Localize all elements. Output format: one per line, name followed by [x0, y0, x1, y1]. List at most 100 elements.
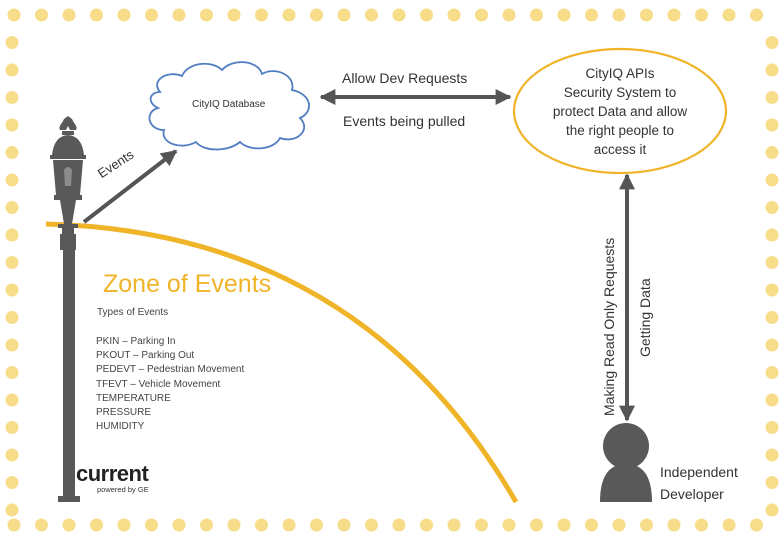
border-dot [5, 91, 19, 104]
border-dot [447, 518, 461, 532]
border-dot [695, 518, 708, 532]
border-dot [5, 118, 19, 132]
border-dot [475, 8, 488, 22]
events-arrow [82, 149, 178, 224]
event-type-item: PKOUT – Parking Out [96, 350, 195, 362]
border-dot [640, 518, 653, 532]
read-only-requests-label: Making Read Only Requests [601, 237, 617, 416]
developer-label: Independent Developer [660, 461, 738, 505]
dotted-border [5, 8, 779, 532]
border-dot [722, 8, 736, 22]
border-dot [310, 8, 323, 22]
api-label-line: the right people to [565, 123, 675, 138]
developer-person-icon [600, 423, 652, 502]
border-dot [765, 173, 779, 187]
border-dot [117, 8, 131, 22]
border-dot [35, 518, 48, 532]
zone-title: Zone of Events [103, 270, 272, 298]
border-dot [765, 366, 779, 379]
border-dot [62, 8, 76, 22]
border-dot [5, 201, 19, 214]
border-dot [90, 518, 103, 532]
border-dot [145, 8, 158, 22]
border-dot [765, 448, 779, 462]
border-dot [530, 8, 543, 22]
border-dot [612, 8, 626, 22]
border-dot [695, 8, 708, 22]
border-dot [502, 518, 516, 532]
border-dot [765, 91, 779, 104]
border-dot [200, 518, 213, 532]
border-dot [5, 256, 19, 269]
event-type-item: TEMPERATURE [96, 392, 171, 404]
developer-label-line: Independent [660, 464, 738, 480]
api-label-line: protect Data and allow [552, 104, 688, 119]
border-dot [337, 518, 351, 532]
border-dot [765, 503, 779, 517]
border-dot [5, 421, 19, 434]
border-dot [90, 8, 103, 22]
border-dot [557, 518, 571, 532]
event-type-item: PKIN – Parking In [96, 336, 176, 347]
border-dot [585, 8, 598, 22]
getting-data-label: Getting Data [637, 278, 653, 357]
border-dot [5, 228, 19, 242]
border-dot [62, 518, 76, 532]
event-type-item: TFEVT – Vehicle Movement [96, 378, 221, 390]
api-label-line: Security System to [563, 85, 677, 100]
border-dot [5, 36, 19, 49]
border-dot [765, 146, 779, 159]
border-dot [447, 8, 461, 22]
border-dot [5, 283, 19, 297]
border-dot [530, 518, 543, 532]
border-dot [502, 8, 516, 22]
border-dot [365, 8, 378, 22]
api-label-line: CityIQ APIs [585, 66, 655, 81]
border-dot [5, 146, 19, 159]
database-label: CityIQ Database [192, 99, 266, 110]
border-dot [117, 518, 131, 532]
border-dot [612, 518, 626, 532]
border-dot [200, 8, 213, 22]
border-dot [765, 256, 779, 269]
border-dot [392, 8, 406, 22]
border-dot [722, 518, 736, 532]
border-dot [420, 518, 433, 532]
border-dot [365, 518, 378, 532]
border-dot [765, 311, 779, 324]
border-dot [420, 8, 433, 22]
border-dot [282, 8, 296, 22]
border-dot [765, 228, 779, 242]
event-type-item: HUMIDITY [96, 421, 145, 433]
current-logo-word: current [76, 461, 149, 486]
border-dot [750, 8, 763, 22]
border-dot [765, 476, 779, 489]
api-security-ellipse [512, 47, 728, 175]
street-lamp-icon [50, 116, 86, 502]
border-dot [5, 311, 19, 324]
event-types-list: PKIN – Parking In PKOUT – Parking Out PE… [96, 335, 244, 434]
border-dot [5, 503, 19, 517]
border-dot [667, 518, 681, 532]
border-dot [667, 8, 681, 22]
events-pulled-label: Events being pulled [343, 113, 466, 129]
border-dot [172, 518, 186, 532]
border-dot [765, 201, 779, 214]
border-dot [227, 8, 241, 22]
border-dot [227, 518, 241, 532]
border-dot [765, 283, 779, 297]
border-dot [475, 518, 488, 532]
border-dot [282, 518, 296, 532]
border-dot [765, 421, 779, 434]
border-dot [585, 518, 598, 532]
zone-arc [45, 221, 519, 504]
border-dot [5, 448, 19, 462]
border-dot [5, 338, 19, 352]
border-dot [765, 393, 779, 407]
border-dot [7, 8, 21, 22]
border-dot [765, 63, 779, 77]
border-dot [765, 118, 779, 132]
border-dot [172, 8, 186, 22]
border-dot [750, 518, 763, 532]
